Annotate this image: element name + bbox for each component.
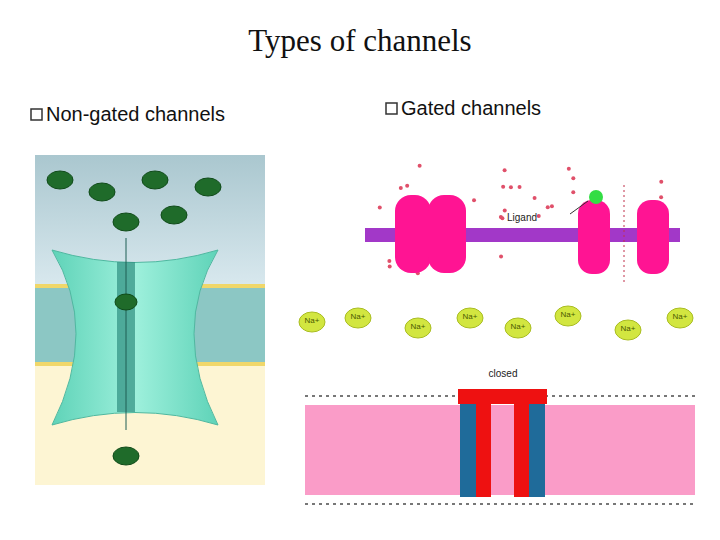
nongated-channel-figure <box>35 155 265 485</box>
ion-label: Na+ <box>351 313 366 322</box>
sodium-ion <box>667 308 693 328</box>
part-label: Ligand <box>507 212 537 223</box>
ligand-dot <box>499 215 503 219</box>
ion-label: Na+ <box>673 313 688 322</box>
ligand-dot <box>378 205 382 209</box>
ligand-dot <box>472 198 476 202</box>
ligand-dot <box>571 190 575 194</box>
ligand-dot <box>659 180 663 184</box>
ion-label: Na+ <box>621 325 636 334</box>
ion-label: Na+ <box>305 317 320 326</box>
ligand-dot <box>550 204 554 208</box>
ligand-dot <box>537 214 541 218</box>
sodium-ion <box>345 308 371 328</box>
ligand-dot <box>659 195 663 199</box>
ligand-dot <box>571 176 575 180</box>
voltage-gated-figure <box>305 389 695 504</box>
ligand-dot <box>501 185 505 189</box>
ligand-dot <box>405 184 409 188</box>
sodium-ion <box>405 318 431 338</box>
ligand-gated-figure <box>365 164 680 285</box>
section-heading: Non-gated channels <box>46 103 225 125</box>
ligand-dot <box>567 167 571 171</box>
sodium-ion <box>555 306 581 326</box>
ligand-dot <box>387 259 391 263</box>
sodium-ion <box>505 318 531 338</box>
ligand-dot <box>418 164 422 168</box>
sodium-ions <box>299 306 693 340</box>
ligand-dot <box>399 186 403 190</box>
ligand-dot <box>518 185 522 189</box>
ligand-dot <box>499 254 503 258</box>
ion-label: Na+ <box>463 313 478 322</box>
ion-label: Na+ <box>411 323 426 332</box>
section-heading: Gated channels <box>401 97 541 119</box>
slide-title: Types of channels <box>248 24 471 58</box>
ion-label: Na+ <box>561 311 576 320</box>
ligand-dot <box>546 205 550 209</box>
ion-label: Na+ <box>511 323 526 332</box>
ligand-dot <box>388 265 392 269</box>
sodium-ion <box>615 320 641 340</box>
ligand-dot <box>503 209 507 213</box>
sodium-ion <box>299 312 325 332</box>
state-label: closed <box>489 368 518 379</box>
ligand-dot <box>533 196 537 200</box>
ligand-dot <box>503 168 507 172</box>
sodium-ion <box>457 308 483 328</box>
ligand-dot <box>509 185 513 189</box>
